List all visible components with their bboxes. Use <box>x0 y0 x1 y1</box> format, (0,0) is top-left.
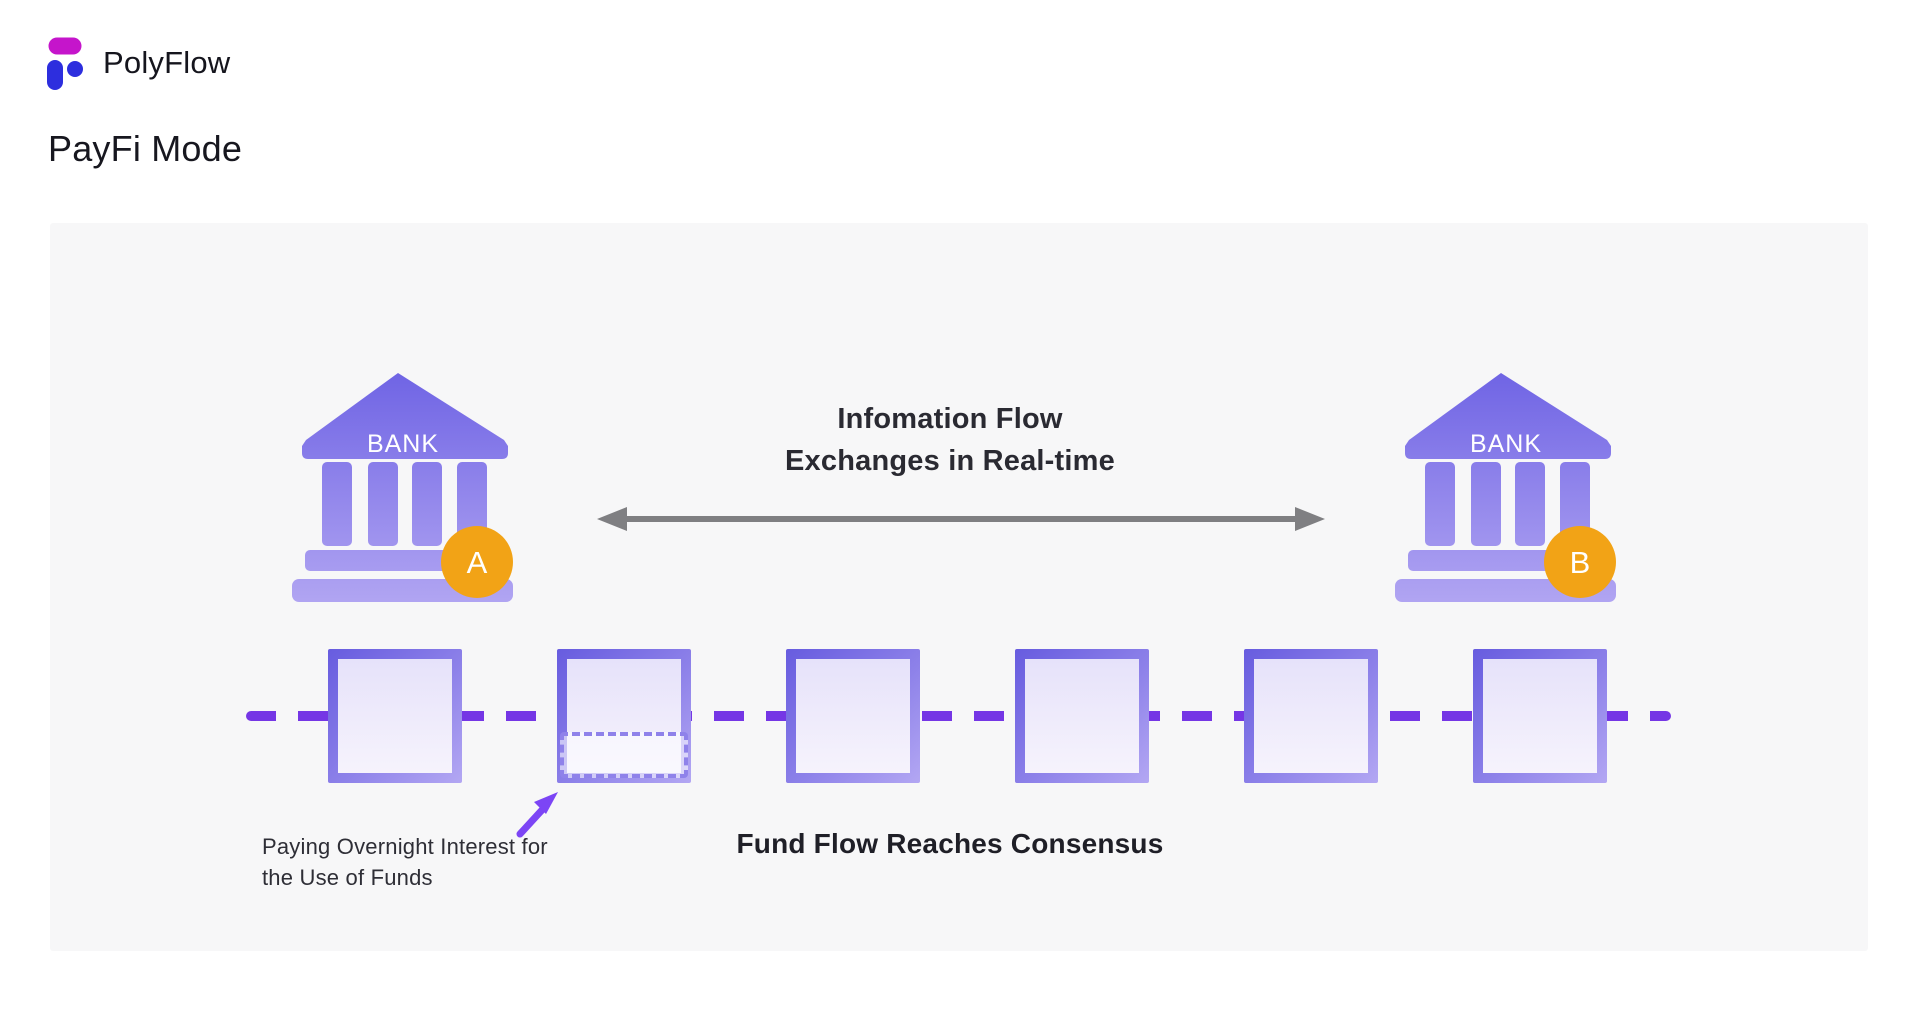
page-title: PayFi Mode <box>48 128 243 169</box>
payfi-diagram-panel: BANK A <box>50 223 1868 951</box>
chain-block-face <box>1483 659 1597 773</box>
info-flow-line2: Exchanges in Real-time <box>785 445 1115 477</box>
info-flow-caption: Infomation Flow Exchanges in Real-time <box>650 398 1250 482</box>
bank-b-badge: B <box>1544 526 1616 598</box>
chain-block-6 <box>1473 649 1607 783</box>
brand-logo[interactable]: PolyFlow <box>45 36 230 90</box>
svg-text:B: B <box>1570 545 1591 580</box>
info-flow-line1: Infomation Flow <box>837 403 1063 435</box>
chain-block-2 <box>557 649 691 783</box>
svg-text:A: A <box>467 545 488 580</box>
chain-block-face <box>1254 659 1368 773</box>
interest-note: Paying Overnight Interest for the Use of… <box>262 831 548 893</box>
bank-b-label: BANK <box>1470 430 1542 458</box>
polyflow-logo-icon <box>47 37 83 90</box>
annotation-arrow-icon <box>516 792 558 838</box>
chain-block-face <box>796 659 910 773</box>
chain-block-face <box>1025 659 1139 773</box>
chain-block-face <box>338 659 452 773</box>
chain-block-1 <box>328 649 462 783</box>
chain-block-5 <box>1244 649 1378 783</box>
chain-dashed-line <box>246 711 1671 721</box>
double-arrow-icon <box>597 507 1325 531</box>
consensus-caption: Fund Flow Reaches Consensus <box>736 828 1164 859</box>
brand-name: PolyFlow <box>103 45 231 80</box>
chain-block-4 <box>1015 649 1149 783</box>
bank-icon: BANK A <box>292 373 513 602</box>
bank-a-badge: A <box>441 526 513 598</box>
chain-block-3 <box>786 649 920 783</box>
bank-a-label: BANK <box>367 430 439 458</box>
interest-note-line1: Paying Overnight Interest for <box>262 834 548 859</box>
blockchain-chain <box>246 649 1671 783</box>
bank-b: BANK B <box>1395 368 1621 604</box>
bank-a: BANK A <box>292 368 518 604</box>
interest-sub-block <box>560 732 688 778</box>
interest-note-line2: the Use of Funds <box>262 865 433 890</box>
bank-icon: BANK B <box>1395 373 1616 602</box>
